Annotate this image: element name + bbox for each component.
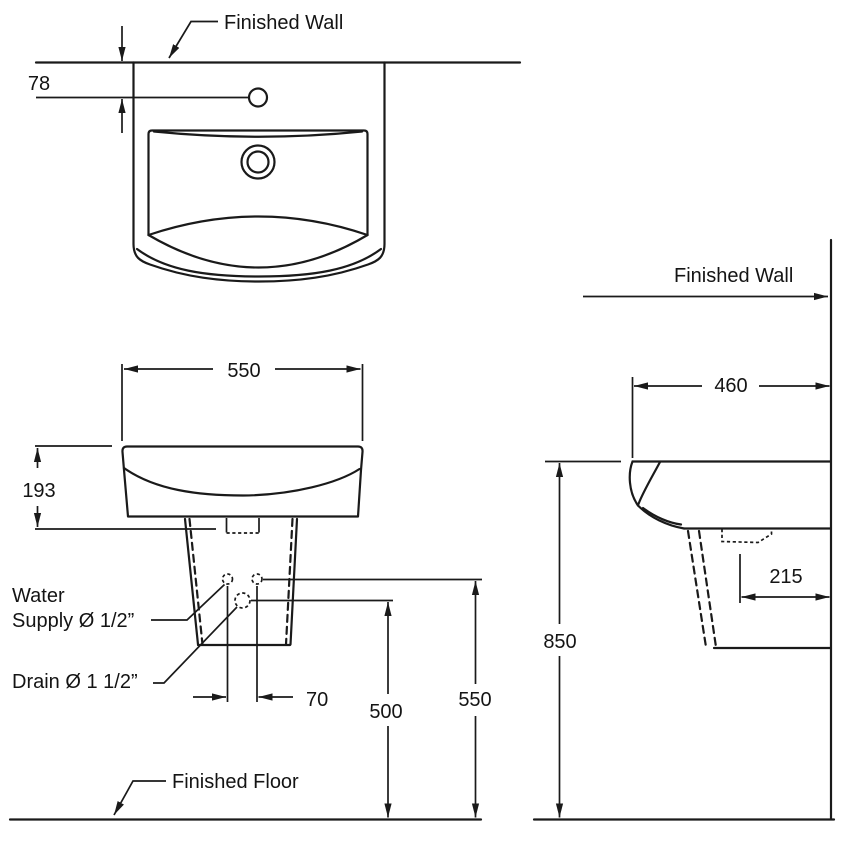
water-supply-hole-right <box>251 573 263 585</box>
dim-193-label: 193 <box>22 480 55 502</box>
pedestal-left-hidden-edge <box>188 517 204 646</box>
water-supply-label-line1: Water <box>12 585 65 607</box>
finished-floor-callout: Finished Floor <box>113 771 299 816</box>
front-view: 550 Water Supply Ø 1/2” <box>8 360 492 821</box>
bowl-outline <box>147 129 369 237</box>
water-supply-hole-left <box>221 573 234 585</box>
basin-underside-curve-inner <box>641 506 683 526</box>
basin-outline <box>132 61 386 283</box>
dim-70-label: 70 <box>306 689 328 711</box>
side-view: Finished Wall 460 <box>532 238 836 821</box>
water-supply-label-line2: Supply Ø 1/2” <box>12 610 134 632</box>
finished-wall-label: Finished Wall <box>674 265 793 287</box>
dim-78-label: 78 <box>28 73 50 95</box>
basin-front-outline <box>121 445 364 518</box>
basin-underside-curve-outer <box>636 504 686 530</box>
extension-line <box>121 364 364 441</box>
pedestal-left-edge <box>183 517 200 646</box>
overflow-inner-ring <box>246 150 270 174</box>
finished-wall-label: Finished Wall <box>224 12 343 34</box>
basin-rim-inner-arc <box>135 247 383 278</box>
finished-wall-callout: Finished Wall <box>168 12 343 59</box>
pedestal-front-hidden-edge-inner <box>697 529 718 649</box>
leader-line <box>113 780 166 816</box>
finished-wall-callout: Finished Wall <box>583 265 828 301</box>
pedestal-side-profile <box>686 529 832 650</box>
overflow-outer-ring <box>240 144 276 180</box>
extension-line <box>226 586 258 702</box>
dim-drain-offset-215: 215 <box>739 554 830 603</box>
half-pedestal <box>183 517 299 647</box>
dim-215-label: 215 <box>769 566 802 588</box>
drain-trap-hidden-outline <box>721 529 773 544</box>
pedestal-right-edge <box>289 517 299 646</box>
bowl-front-lower-arc <box>147 233 369 269</box>
drain-label: Drain Ø 1 1/2” <box>12 671 138 693</box>
basin-inner-lip-curve <box>637 460 662 506</box>
bowl-back-edge-curve <box>152 130 364 138</box>
basin-side-profile <box>628 460 832 530</box>
dim-460-label: 460 <box>714 375 747 397</box>
dim-depth-460: 460 <box>631 375 830 458</box>
basin-front-rim-curve <box>122 466 361 497</box>
pedestal-right-hidden-edge <box>284 517 294 646</box>
leader-line <box>153 606 238 684</box>
drain-hole <box>234 592 251 609</box>
basin-front-edge <box>628 460 640 507</box>
dim-hole-spacing-70: 70 <box>193 586 328 711</box>
leader-line <box>168 20 218 59</box>
finished-floor-label: Finished Floor <box>172 771 299 793</box>
dim-basin-depth-193: 193 <box>22 445 216 530</box>
drain-callout: Drain Ø 1 1/2” <box>12 606 238 693</box>
dim-drain-height-500: 500 <box>251 599 403 818</box>
dim-supply-height-550: 550 <box>263 578 492 818</box>
top-view: 78 Finished Wall <box>28 12 522 283</box>
plate-side <box>225 518 260 533</box>
water-supply-callout: Water Supply Ø 1/2” <box>12 583 226 632</box>
mounting-plate <box>225 518 260 534</box>
dim-850-label: 850 <box>543 631 576 653</box>
faucet-hole <box>247 87 269 108</box>
dim-550-height-label: 550 <box>458 689 491 711</box>
dim-width-550: 550 <box>121 360 364 441</box>
dim-550-width-label: 550 <box>227 360 260 382</box>
extension-line <box>35 445 216 530</box>
bowl-floor-upper-arc <box>147 215 369 237</box>
dim-faucet-offset: 78 <box>28 26 248 133</box>
dim-500-label: 500 <box>369 701 402 723</box>
pedestal-front-hidden-edge <box>686 529 708 649</box>
leader-line <box>151 583 226 621</box>
dim-rim-height-850: 850 <box>543 460 621 818</box>
